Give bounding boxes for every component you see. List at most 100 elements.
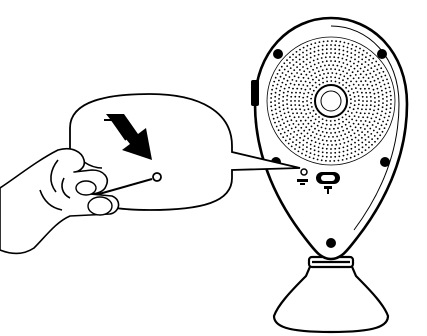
grille-dot [293, 64, 295, 66]
grille-dot [349, 107, 351, 109]
grille-dot [334, 140, 336, 142]
grille-dot [382, 131, 384, 133]
grille-dot [284, 69, 286, 71]
grille-dot [273, 118, 275, 120]
grille-dot [361, 92, 363, 94]
grille-dot [314, 47, 316, 49]
grille-dot [322, 69, 324, 71]
grille-dot [289, 76, 291, 78]
grille-dot [318, 62, 320, 64]
grille-dot [298, 84, 300, 86]
grille-dot [277, 117, 279, 119]
grille-dot [298, 130, 300, 132]
grille-dot [332, 136, 334, 138]
grille-dot [374, 97, 376, 99]
grille-dot [299, 146, 301, 148]
grille-dot [380, 115, 382, 117]
grille-dot [271, 93, 273, 95]
grille-dot [330, 76, 332, 78]
grille-dot [350, 135, 352, 137]
grille-dot [329, 56, 331, 58]
grille-dot [295, 126, 297, 128]
grille-dot [358, 56, 360, 58]
grille-dot [334, 148, 336, 150]
grille-dot [326, 148, 328, 150]
grille-dot [286, 99, 288, 101]
grille-dot [299, 54, 301, 56]
grille-dot [274, 122, 276, 124]
grille-dot [386, 104, 388, 106]
grille-dot [346, 59, 348, 61]
grille-dot [333, 56, 335, 58]
grille-dot [294, 116, 296, 118]
grille-dot [373, 130, 375, 132]
grille-dot [354, 104, 356, 106]
grille-dot [379, 72, 381, 74]
grille-dot [302, 66, 304, 68]
grille-dot [354, 59, 356, 61]
grille-dot [287, 71, 289, 73]
grille-dot [355, 137, 357, 139]
grille-dot [349, 85, 351, 87]
grille-dot [390, 99, 392, 101]
grille-dot [280, 86, 282, 88]
grille-dot [310, 52, 312, 54]
grille-dot [389, 87, 391, 89]
grille-dot [386, 79, 388, 81]
grille-dot [357, 108, 359, 110]
grille-dot [312, 69, 314, 71]
grille-dot [340, 135, 342, 137]
grille-dot [329, 128, 331, 130]
grille-dot [302, 144, 304, 146]
grille-dot [350, 144, 352, 146]
grille-dot [369, 55, 371, 57]
grille-dot [389, 111, 391, 113]
grille-dot [377, 108, 379, 110]
grille-dot [277, 84, 279, 86]
grille-dot [356, 81, 358, 83]
grille-dot [381, 76, 383, 78]
grille-dot [339, 41, 341, 43]
grille-dot [385, 123, 387, 125]
grille-dot [336, 73, 338, 75]
grille-dot [298, 77, 300, 79]
grille-dot [283, 108, 285, 110]
grille-dot [311, 140, 313, 142]
grille-dot [358, 134, 360, 136]
grille-dot [378, 100, 380, 102]
grille-dot [278, 121, 280, 123]
grille-dot [367, 84, 369, 86]
grille-dot [330, 68, 332, 70]
grille-dot [322, 147, 324, 149]
grille-dot [386, 96, 388, 98]
grille-dot [381, 124, 383, 126]
grille-dot [360, 73, 362, 75]
grille-dot [388, 116, 390, 118]
grille-dot [338, 156, 340, 158]
grille-dot [357, 65, 359, 67]
grille-dot [346, 72, 348, 74]
grille-dot [356, 120, 358, 122]
grille-dot [341, 126, 343, 128]
grille-dot [280, 76, 282, 78]
grille-dot [309, 112, 311, 114]
grille-dot [347, 110, 349, 112]
grille-dot [349, 94, 351, 96]
grille-dot [354, 115, 356, 117]
grille-dot [347, 47, 349, 49]
grille-dot [359, 48, 361, 50]
grille-dot [303, 77, 305, 79]
grille-dot [284, 113, 286, 115]
grille-dot [286, 59, 288, 61]
grille-dot [277, 73, 279, 75]
grille-dot [302, 97, 304, 99]
grille-dot [343, 151, 345, 153]
grille-dot [352, 71, 354, 73]
grille-dot [342, 79, 344, 81]
grille-dot [366, 100, 368, 102]
grille-dot [322, 131, 324, 133]
grille-dot [334, 60, 336, 62]
grille-dot [307, 138, 309, 140]
grille-dot [334, 120, 336, 122]
grille-dot [318, 138, 320, 140]
